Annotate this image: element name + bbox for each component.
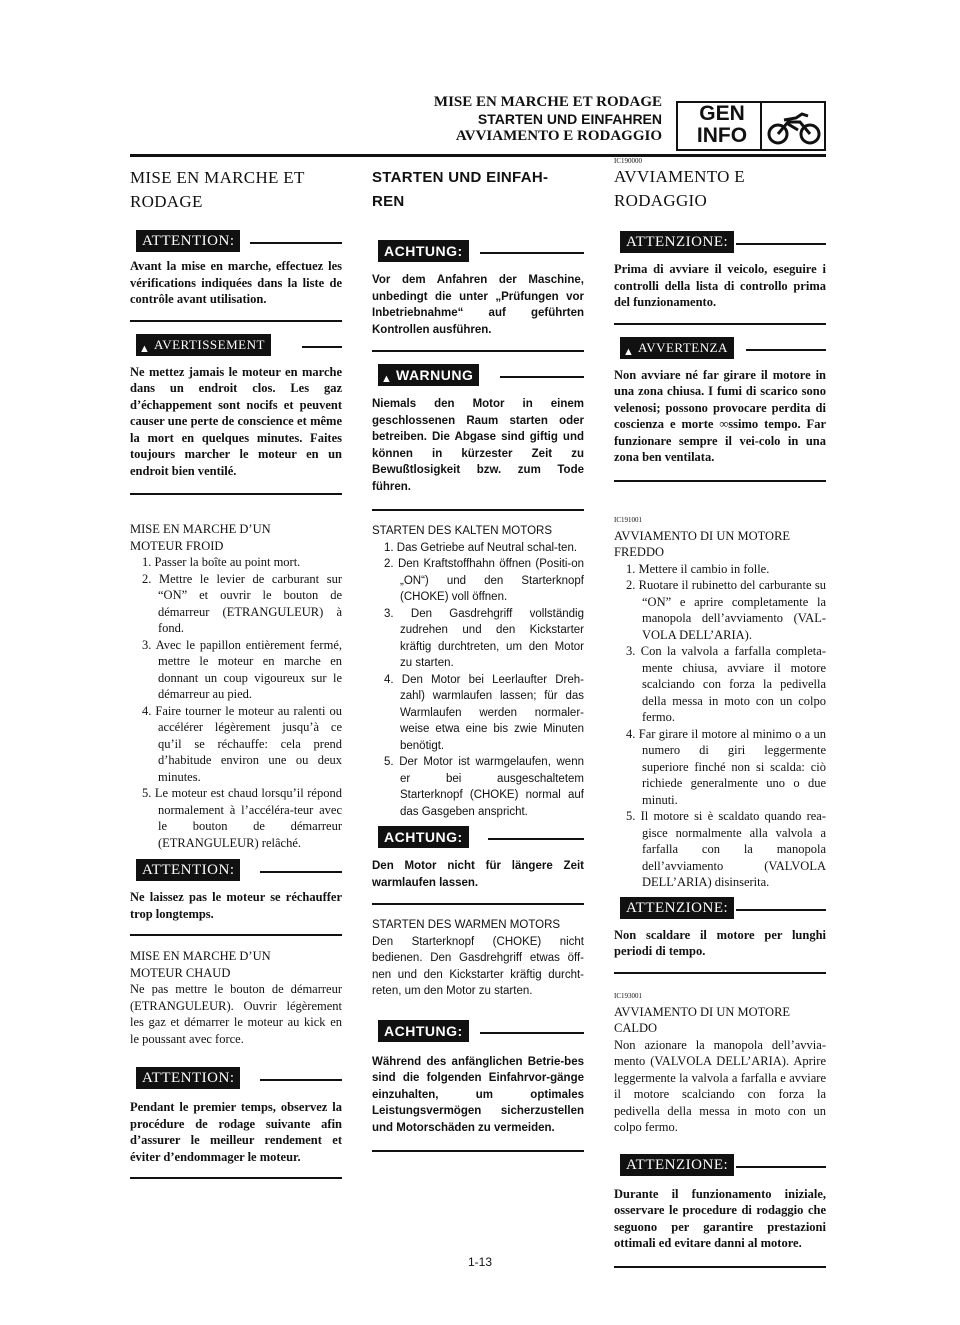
header-title-fr: MISE EN MARCHE ET RODAGE — [433, 94, 662, 110]
header-title-de: STARTEN UND EINFAHREN — [477, 111, 662, 127]
warning-label: ▲AVERTISSEMENT — [130, 333, 342, 360]
attention-text: Ne laissez pas le moteur se réchauffer t… — [130, 890, 342, 921]
list-item: 1. Passer la boîte au point mort. — [142, 555, 301, 569]
header-rule — [130, 154, 826, 157]
cold-start-steps: 1. Passer la boîte au point mort. 2. Met… — [130, 554, 342, 851]
attention-label: ATTENTION: — [130, 230, 342, 256]
attention-text: Durante il funzionamento iniziale, osser… — [614, 1186, 826, 1251]
attention-label: ATTENZIONE: — [614, 896, 826, 923]
warning-text: Ne mettez jamais le moteur en marche dan… — [130, 364, 342, 478]
warning-label: ▲AVVERTENZA — [614, 336, 826, 363]
warm-start-text: Ne pas mettre le bouton de démarreur (ET… — [130, 982, 342, 1046]
attention-label: ATTENTION: — [130, 859, 342, 885]
list-item: 4. Far girare il motore al minimo o a un… — [626, 726, 826, 807]
header-title-it: AVVIAMENTO E RODAGGIO — [455, 128, 662, 144]
list-item: 2. Ruotare il rubinetto del carburante s… — [626, 578, 826, 642]
list-item: 5. Le moteur est chaud lorsqu’il répond … — [142, 786, 342, 850]
reference-code: IC190000 — [614, 157, 642, 165]
attention-text: Avant la mise en marche, effectuez les v… — [130, 259, 342, 306]
attention-label: ATTENZIONE: — [614, 231, 826, 257]
list-item: 1. Mettere il cambio in folle. — [626, 561, 770, 576]
attention-label: ATTENZIONE: — [614, 1153, 826, 1180]
reference-code: IC193001 — [614, 991, 642, 1000]
warning-icon: ▲ — [623, 345, 635, 358]
list-item: 1. Das Getriebe auf Neutral schal-ten. — [384, 541, 578, 554]
motorcycle-icon — [767, 112, 821, 145]
attention-text: Vor dem Anfahren der Maschine, unbedingt… — [372, 274, 584, 336]
attention-text: Während des anfänglichen Betrie-bes sind… — [372, 1055, 584, 1134]
section-badge: GEN INFO — [676, 101, 826, 151]
list-item: 4. Den Motor bei Leerlaufter Dreh-zahl) … — [384, 673, 584, 752]
list-item: 5. Der Motor ist warmgelaufen, wenn er b… — [384, 756, 584, 818]
warning-icon: ▲ — [139, 342, 151, 355]
cold-start-steps: 1. Das Getriebe auf Neutral schal-ten. 2… — [372, 540, 584, 821]
attention-label: ACHTUNG: — [372, 240, 584, 266]
page-number: 1-13 — [467, 1255, 493, 1269]
attention-text: Pendant le premier temps, observez la pr… — [130, 1100, 342, 1164]
attention-label: ACHTUNG: — [372, 1019, 584, 1046]
list-item: 3. Avec le papillon entièrement fermé, m… — [142, 637, 342, 702]
warning-text: Niemals den Motor in einem geschlossenen… — [372, 398, 584, 493]
column-german: STARTEN UND EINFAH-REN ACHTUNG: Vor dem … — [372, 166, 584, 1164]
list-item: 2. Den Kraftstoffhahn öffnen (Positi-on … — [384, 558, 584, 603]
list-item: 5. Il motore si è scaldato quando rea-gi… — [626, 809, 826, 889]
attention-label: ACHTUNG: — [372, 826, 584, 852]
list-item: 3. Den Gasdrehgriff vollständig zudrehen… — [384, 607, 584, 670]
attention-label: ATTENTION: — [130, 1067, 342, 1093]
cold-start-heading: STARTEN DES KALTEN MOTORS — [372, 525, 552, 537]
list-item: 3. Con la valvola a farfalla completa-me… — [626, 644, 826, 724]
attention-text: Non scaldare il motore per lunghi period… — [614, 927, 826, 959]
warning-label: ▲WARNUNG — [372, 364, 584, 390]
section-badge-text: GEN INFO — [696, 102, 748, 147]
cold-start-steps: 1. Mettere il cambio in folle. 2. Ruotar… — [614, 561, 826, 891]
list-item: 4. Faire tourner le moteur au ralenti ou… — [142, 703, 342, 784]
warm-start-heading: STARTEN DES WARMEN MOTORS — [372, 919, 561, 931]
reference-code: IC191001 — [614, 515, 642, 524]
attention-text: Den Motor nicht für längere Zeit warmlau… — [372, 860, 584, 889]
running-header: MISE EN MARCHE ET RODAGE STARTEN UND EIN… — [380, 94, 662, 145]
warm-start-text: Non azionare la manopola dell’avvia-ment… — [614, 1037, 826, 1135]
attention-text: Prima di avviare il veicolo, eseguire i … — [614, 262, 826, 309]
warm-start-text: Den Starterknopf (CHOKE) nicht bedienen.… — [372, 935, 584, 998]
warning-icon: ▲ — [381, 373, 393, 385]
section-title: STARTEN UND EINFAH-REN — [372, 169, 549, 210]
warning-text: Non avviare né far girare il motore in u… — [614, 367, 826, 465]
list-item: 2. Mettre le levier de carburant sur “ON… — [142, 571, 342, 636]
